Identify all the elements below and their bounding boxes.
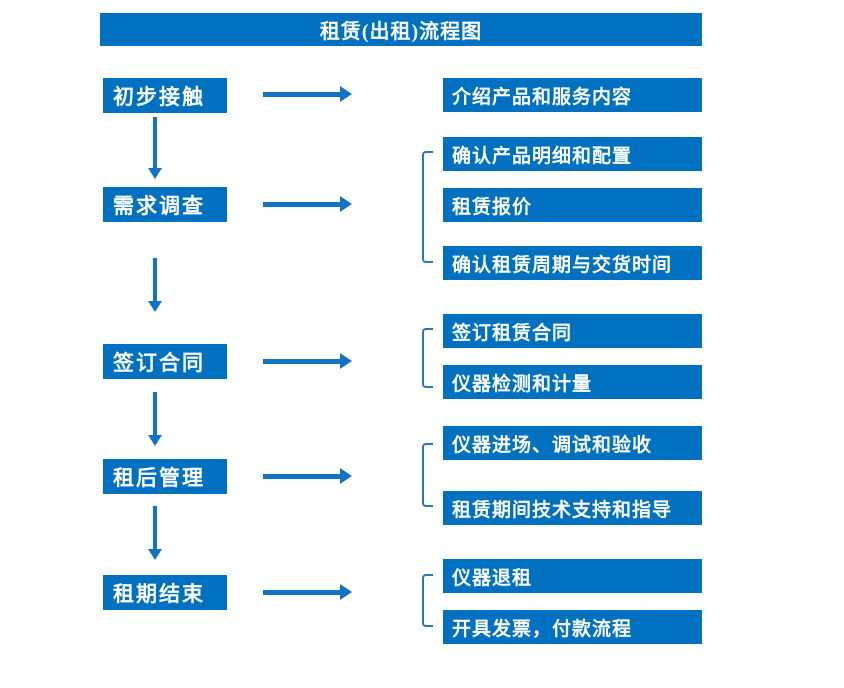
detail-box-instrument-return: 仪器退租 — [443, 559, 702, 593]
arrow-right-icon-2 — [263, 196, 352, 212]
detail-box-confirm-product-spec: 确认产品明细和配置 — [443, 137, 702, 171]
detail-box-tech-support: 租赁期间技术支持和指导 — [443, 491, 702, 525]
arrow-down-icon-3 — [148, 392, 162, 446]
bracket-demand-survey-group — [422, 151, 433, 263]
detail-box-sign-rental-contract: 签订租赁合同 — [443, 314, 702, 348]
step-box-post-rental-mgmt: 租后管理 — [103, 459, 227, 494]
arrow-down-icon-4 — [148, 506, 162, 560]
arrow-right-icon-1 — [263, 86, 352, 102]
step-box-demand-survey: 需求调查 — [103, 187, 227, 222]
detail-box-confirm-period: 确认租赁周期与交货时间 — [443, 246, 702, 280]
flowchart-title: 租赁(出租)流程图 — [100, 13, 702, 46]
detail-box-instrument-setup: 仪器进场、调试和验收 — [443, 426, 702, 460]
arrow-down-icon-2 — [148, 258, 162, 312]
arrow-right-icon-4 — [263, 468, 352, 484]
detail-box-instrument-testing: 仪器检测和计量 — [443, 365, 702, 399]
bracket-rental-end-group — [422, 574, 433, 627]
detail-box-introduce-products: 介绍产品和服务内容 — [443, 78, 702, 112]
bracket-post-rental-group — [422, 443, 433, 507]
arrow-right-icon-5 — [263, 584, 352, 600]
bracket-sign-contract-group — [422, 328, 433, 388]
detail-box-invoice-payment: 开具发票，付款流程 — [443, 610, 702, 644]
detail-box-rental-quote: 租赁报价 — [443, 188, 702, 222]
arrow-down-icon-1 — [148, 117, 162, 179]
step-box-initial-contact: 初步接触 — [103, 78, 227, 113]
step-box-rental-end: 租期结束 — [103, 575, 227, 610]
step-box-sign-contract: 签订合同 — [103, 344, 227, 379]
arrow-right-icon-3 — [263, 353, 352, 369]
